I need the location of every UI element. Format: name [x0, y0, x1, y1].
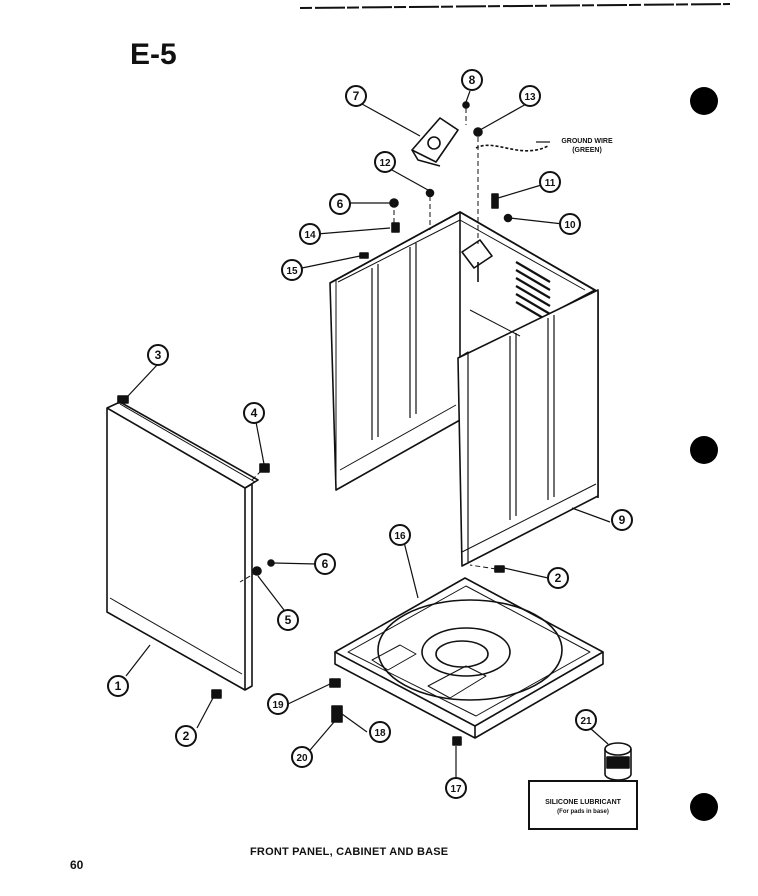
callout-number: 4 [251, 406, 258, 420]
base [334, 577, 604, 739]
callout-16: 16 [389, 524, 411, 546]
callout-7: 7 [345, 85, 367, 107]
callout-number: 12 [379, 158, 391, 169]
callout-number: 19 [272, 700, 284, 711]
callout-circle [461, 69, 483, 91]
callout-circle [107, 675, 129, 697]
callout-number: 7 [353, 89, 360, 103]
callout-10: 10 [559, 213, 581, 235]
callout-number: 21 [580, 716, 592, 727]
callout-19: 19 [267, 693, 289, 715]
binder-hole [690, 793, 718, 821]
callout-number: 17 [450, 784, 462, 795]
callout-circle [559, 213, 581, 235]
callout-circle [314, 553, 336, 575]
callout-number: 6 [322, 557, 329, 571]
page-section-label: E-5 [130, 38, 177, 71]
callout-number: 20 [296, 753, 308, 764]
callout-17: 17 [445, 777, 467, 799]
callout-4: 4 [243, 402, 265, 424]
callout-circle [611, 509, 633, 531]
callout-6: 6 [314, 553, 336, 575]
callout-circle [345, 85, 367, 107]
binder-hole [690, 436, 718, 464]
callout-circle [445, 777, 467, 799]
callout-14: 14 [299, 223, 321, 245]
callout-number: 5 [285, 613, 292, 627]
callout-number: 11 [545, 178, 556, 189]
callout-number: 16 [394, 531, 406, 542]
callout-number: 6 [337, 197, 344, 211]
callout-circle [147, 344, 169, 366]
callout-8: 8 [461, 69, 483, 91]
callout-circle [175, 725, 197, 747]
callout-number: 10 [564, 220, 576, 231]
page-number: 60 [70, 858, 84, 872]
callout-5: 5 [277, 609, 299, 631]
callout-9: 9 [611, 509, 633, 531]
callout-13: 13 [519, 85, 541, 107]
ground-wire-line-1: GROUND WIRE [561, 138, 613, 145]
control-bracket [411, 117, 459, 167]
callout-circle [299, 223, 321, 245]
callout-18: 18 [369, 721, 391, 743]
callout-20: 20 [291, 746, 313, 768]
callout-6: 6 [329, 193, 351, 215]
ground-wire-line-2: (GREEN) [572, 147, 602, 154]
callout-circle [243, 402, 265, 424]
callout-circle [369, 721, 391, 743]
scan-edge [299, 3, 731, 9]
callout-number: 1 [115, 679, 122, 693]
callout-11: 11 [539, 171, 561, 193]
callout-15: 15 [281, 259, 303, 281]
callout-12: 12 [374, 151, 396, 173]
callout-2: 2 [175, 725, 197, 747]
callout-circle [539, 171, 561, 193]
lubricant-note: (For pads in base) [557, 809, 609, 815]
diagram-caption: FRONT PANEL, CABINET AND BASE [250, 846, 449, 858]
callout-circle [329, 193, 351, 215]
callout-number: 9 [619, 513, 626, 527]
callout-1: 1 [107, 675, 129, 697]
ground-wire [475, 144, 549, 152]
callout-circle [519, 85, 541, 107]
lubricant-title: SILICONE LUBRICANT [545, 799, 621, 806]
ground-wire-label: GROUND WIRE (GREEN) [552, 137, 622, 155]
callout-circle [575, 709, 597, 731]
callout-circle [389, 524, 411, 546]
cabinet [329, 211, 599, 567]
callout-number: 2 [555, 571, 562, 585]
callout-circle [277, 609, 299, 631]
callout-21: 21 [575, 709, 597, 731]
callout-number: 8 [469, 73, 476, 87]
callout-2: 2 [547, 567, 569, 589]
callout-circle [267, 693, 289, 715]
front-panel [106, 401, 259, 691]
callout-number: 3 [155, 348, 162, 362]
callout-number: 13 [524, 92, 536, 103]
callout-3: 3 [147, 344, 169, 366]
assembly-lines [239, 108, 497, 583]
lubricant-callout-box: SILICONE LUBRICANT (For pads in base) [528, 780, 638, 830]
callout-circle [291, 746, 313, 768]
callout-number: 15 [286, 266, 298, 277]
callout-circle [374, 151, 396, 173]
callout-number: 18 [374, 728, 386, 739]
callout-circle [281, 259, 303, 281]
callout-circle [547, 567, 569, 589]
callout-number: 2 [183, 729, 190, 743]
lubricant-can [604, 742, 632, 781]
binder-hole [690, 87, 718, 115]
callout-number: 14 [304, 230, 316, 241]
